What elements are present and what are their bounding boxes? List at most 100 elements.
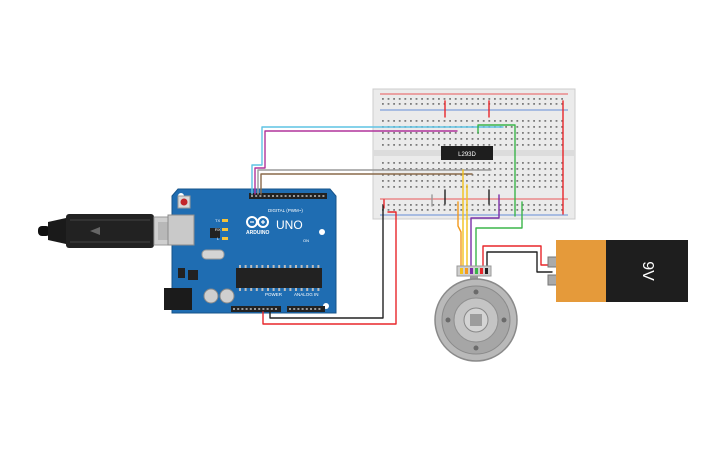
breadboard-hole [477,168,479,170]
breadboard-rail-hole [522,204,524,206]
breadboard-hole [522,174,524,176]
breadboard-rail-hole [387,209,390,211]
breadboard-rail-hole [499,103,502,105]
breadboard-hole [426,186,429,188]
breadboard-rail-hole [544,209,547,211]
breadboard-hole [538,168,541,170]
breadboard-rail-hole [432,103,435,105]
breadboard-rail-hole [494,103,496,105]
breadboard-hole [398,144,401,146]
breadboard-hole [449,168,451,170]
breadboard-hole [466,168,468,170]
breadboard-hole [404,138,407,140]
breadboard-hole [438,180,440,182]
breadboard-rail-hole [494,204,496,206]
breadboard-hole [510,186,513,188]
breadboard-rail-hole [449,98,451,100]
breadboard-hole [443,168,446,170]
breadboard-hole [516,120,519,122]
breadboard-rail-hole [393,204,395,206]
breadboard-hole [466,138,468,140]
breadboard-hole [410,132,412,134]
digital-pin [267,195,270,197]
breadboard-hole [466,174,468,176]
breadboard-hole [393,174,395,176]
breadboard-hole [555,186,558,188]
breadboard-hole [499,162,502,164]
breadboard-hole [555,162,558,164]
breadboard-hole [432,120,435,122]
breadboard-rail-hole [415,204,418,206]
breadboard-rail-hole [421,98,423,100]
breadboard-rail-hole [471,204,474,206]
breadboard-hole [533,138,535,140]
digital-pin [259,195,262,197]
analog-pin [310,308,312,310]
wires [251,100,564,325]
breadboard-rail-hole [387,98,390,100]
breadboard-hole [382,174,384,176]
chip-leg [250,288,253,291]
breadboard-hole [555,174,558,176]
breadboard-hole [505,144,507,146]
chip-leg [244,288,247,291]
breadboard-rail-hole [438,204,440,206]
breadboard-rail-hole [561,209,563,211]
digital-pin [251,195,253,197]
breadboard-hole [393,186,395,188]
digital-pin [293,195,295,197]
breadboard-hole [510,144,513,146]
wire-magenta [254,130,458,195]
breadboard-rail-hole [438,98,440,100]
wire-green-enable [477,124,516,217]
breadboard-hole [544,180,547,182]
analog-pin [314,308,317,310]
breadboard-hole [443,132,446,134]
breadboard-hole [404,180,407,182]
breadboard-hole [516,186,519,188]
breadboard-rail-hole [477,98,479,100]
breadboard-hole [426,180,429,182]
breadboard-hole [382,138,384,140]
breadboard-rail-hole [555,204,558,206]
breadboard-hole [410,120,412,122]
breadboard-hole [443,186,446,188]
breadboard-hole [550,132,552,134]
wire-brown [260,173,473,195]
breadboard-rail-hole [426,98,429,100]
breadboard-hole [555,180,558,182]
breadboard-hole [398,186,401,188]
breadboard-hole [421,186,423,188]
breadboard-rail-hole [449,204,451,206]
breadboard-hole [544,144,547,146]
breadboard-rail-hole [426,103,429,105]
breadboard-hole [449,132,451,134]
breadboard-hole [415,138,418,140]
breadboard-hole [410,174,412,176]
chip-leg [261,288,264,291]
tx-label: TX [215,218,220,223]
breadboard-hole [510,126,513,128]
chip-leg [244,265,247,268]
breadboard-rail-hole [466,103,468,105]
breadboard-hole [421,162,423,164]
breadboard-hole [550,186,552,188]
breadboard-rail-hole [454,103,457,105]
analog-pin [305,308,308,310]
breadboard-rail-hole [410,209,412,211]
breadboard-hole [432,144,435,146]
breadboard-rail-hole [561,103,563,105]
breadboard-rail-hole [449,103,451,105]
digital-pin [318,195,321,197]
chip-leg [278,265,281,268]
breadboard-hole [410,162,412,164]
breadboard-hole [488,144,491,146]
breadboard-hole [410,144,412,146]
breadboard-rail-hole [382,98,384,100]
chip-leg [272,265,275,268]
breadboard-rail-hole [398,204,401,206]
breadboard-rail-hole [454,98,457,100]
breadboard-rail-hole [460,204,463,206]
breadboard-hole [516,126,519,128]
